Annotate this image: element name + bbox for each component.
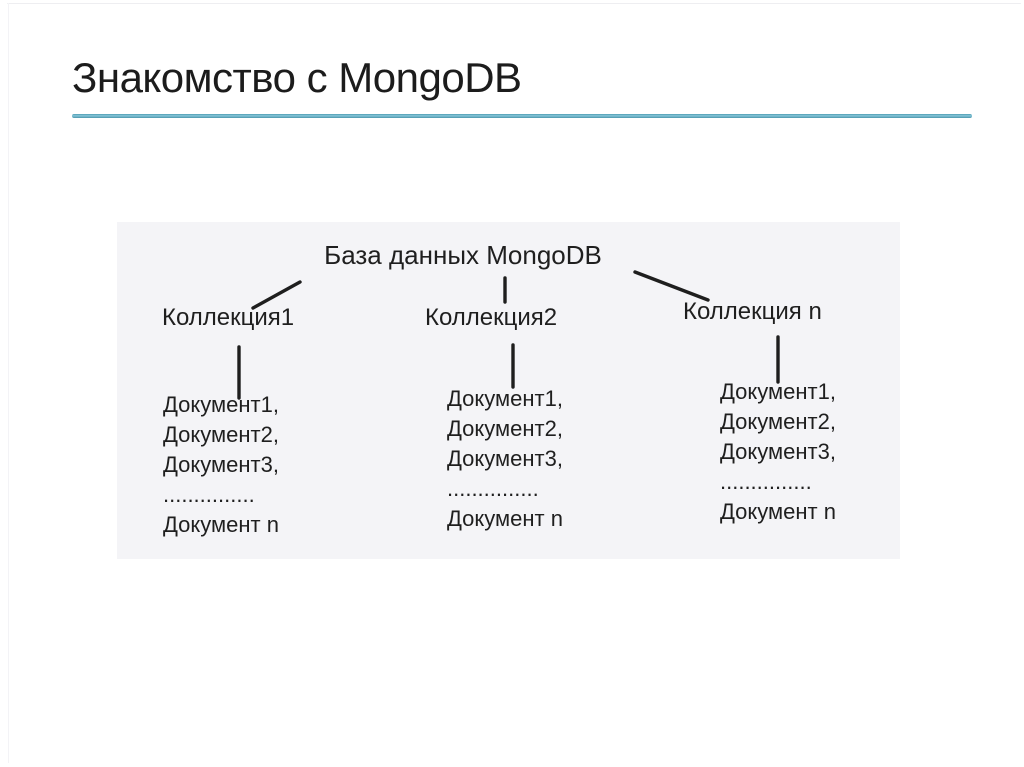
document-list-n: Документ1, Документ2, Документ3, .......… — [720, 377, 836, 527]
document-list-1: Документ1, Документ2, Документ3, .......… — [163, 390, 279, 540]
page-edge-top — [7, 3, 1021, 4]
title-underline — [72, 114, 972, 118]
document-item: Документ2, — [163, 422, 279, 447]
edge-root-to-collection-n — [633, 270, 710, 302]
slide-title: Знакомство с MongoDB — [72, 54, 522, 101]
document-item: Документ1, — [447, 386, 563, 411]
document-ellipsis: ............... — [720, 469, 812, 494]
document-item: Документ n — [447, 506, 563, 531]
document-item: Документ3, — [163, 452, 279, 477]
document-item: Документ1, — [720, 379, 836, 404]
document-item: Документ2, — [720, 409, 836, 434]
document-ellipsis: ............... — [447, 476, 539, 501]
document-item: Документ1, — [163, 392, 279, 417]
diagram-collection-2: Коллекция2 — [425, 304, 558, 331]
mongodb-structure-diagram: База данных MongoDB Коллекция1 Коллекция… — [117, 222, 900, 559]
document-ellipsis: ............... — [163, 482, 255, 507]
document-item: Документ n — [720, 499, 836, 524]
document-item: Документ3, — [447, 446, 563, 471]
document-item: Документ n — [163, 512, 279, 537]
connector-lines — [237, 270, 780, 400]
diagram-collection-1: Коллекция1 — [162, 304, 295, 331]
edge-root-to-collection-1 — [251, 280, 302, 310]
document-list-2: Документ1, Документ2, Документ3, .......… — [447, 384, 563, 534]
diagram-collection-n: Коллекция n — [683, 298, 822, 325]
diagram-root-node: База данных MongoDB — [324, 240, 602, 270]
document-item: Документ2, — [447, 416, 563, 441]
page-edge-left — [8, 3, 9, 763]
document-item: Документ3, — [720, 439, 836, 464]
